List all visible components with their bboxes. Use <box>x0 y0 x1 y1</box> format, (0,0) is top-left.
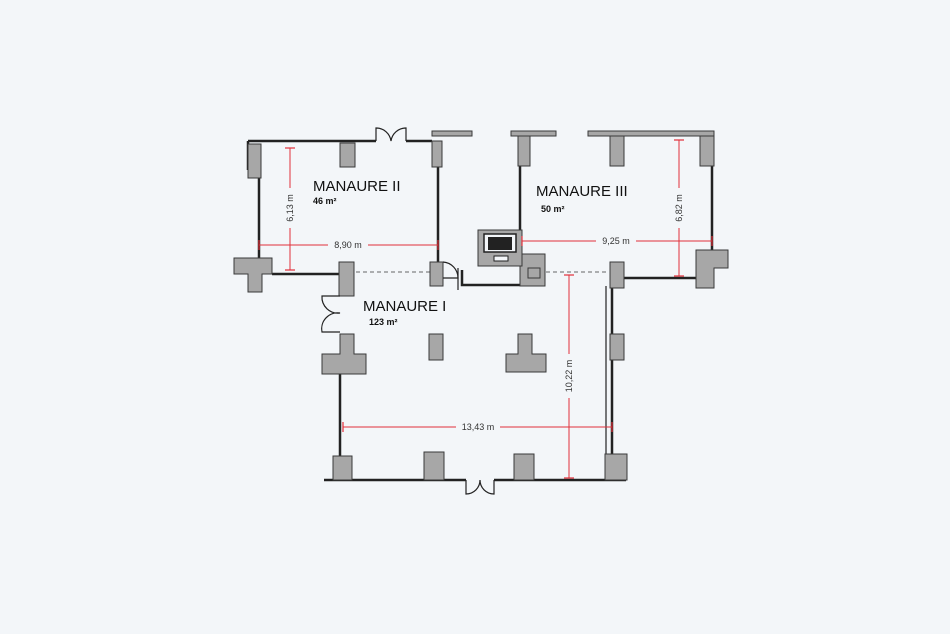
door-service-icon <box>442 261 459 279</box>
dim-label-9-25: 9,25 m <box>602 236 630 246</box>
room-area-manaure-ii: 46 m² <box>313 196 337 206</box>
room-name-manaure-ii: MANAURE II <box>313 178 401 195</box>
room-name-manaure-iii: MANAURE III <box>536 183 628 200</box>
room-area-manaure-iii: 50 m² <box>541 204 565 214</box>
dimension-lines: 6,13 m 8,90 m 6,82 m 9,25 m 10,22 m 13,4… <box>258 139 713 479</box>
columns <box>233 135 729 481</box>
doors <box>321 127 495 495</box>
projection-booth-icon <box>477 229 523 267</box>
room-labels: MANAURE II 46 m² MANAURE III 50 m² MANAU… <box>313 178 628 327</box>
dim-label-6-13: 6,13 m <box>285 194 295 222</box>
dim-label-10-22: 10,22 m <box>564 360 574 393</box>
door-bottom-icon <box>465 479 495 495</box>
door-top-icon <box>375 127 407 142</box>
dim-label-8-90: 8,90 m <box>334 240 362 250</box>
room-area-manaure-i: 123 m² <box>369 317 398 327</box>
room-name-manaure-i: MANAURE I <box>363 298 446 315</box>
dim-label-13-43: 13,43 m <box>462 422 495 432</box>
dim-label-6-82: 6,82 m <box>674 194 684 222</box>
door-left-icon <box>321 295 341 333</box>
